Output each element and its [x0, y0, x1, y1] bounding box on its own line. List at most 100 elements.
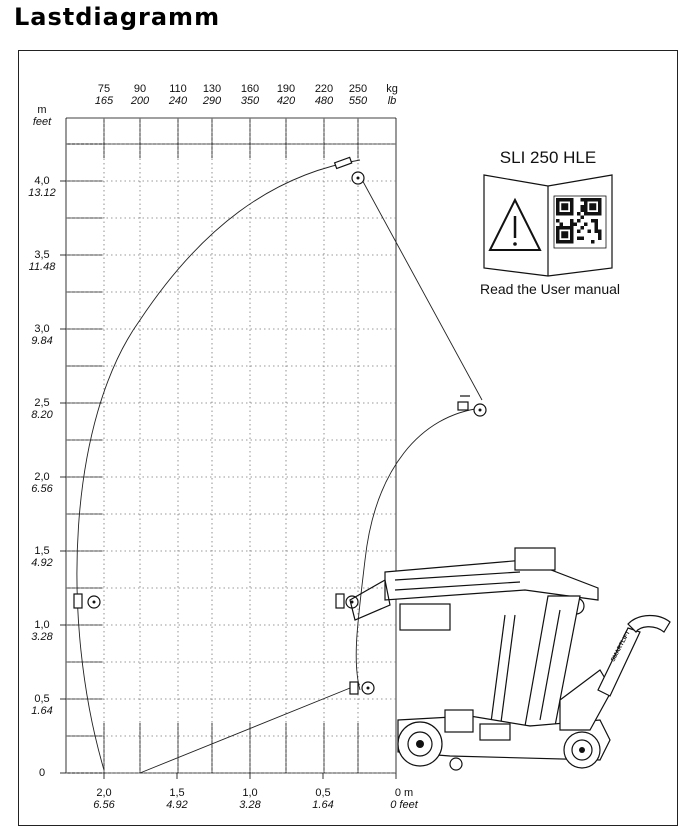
- qr-module: [594, 222, 598, 226]
- top-tick-label: 190: [277, 83, 295, 95]
- left-tick-label: 1,5: [34, 545, 49, 557]
- qr-module: [591, 240, 595, 244]
- manual-model-label: SLI 250 HLE: [500, 148, 596, 167]
- left-tick-label-secondary: 9.84: [31, 335, 52, 347]
- top-tick-label: 90: [134, 83, 146, 95]
- qr-module: [591, 219, 595, 223]
- bottom-tick-label-secondary: 3.28: [239, 799, 261, 811]
- left-tick-label-secondary: 13.12: [28, 187, 56, 199]
- top-tick-label-secondary: 165: [95, 95, 114, 107]
- bottom-tick-label-secondary: 1.64: [312, 799, 333, 811]
- left-tick-label-secondary: 4.92: [31, 557, 52, 569]
- bottom-tick-label-secondary: 6.56: [93, 799, 115, 811]
- top-tick-label: 220: [315, 83, 333, 95]
- bottom-tick-label-secondary: 4.92: [166, 799, 187, 811]
- qr-module: [580, 236, 584, 240]
- left-tick-label: 0: [39, 767, 45, 779]
- suction-head-right: [457, 395, 487, 417]
- lower-boom-line: [139, 683, 361, 774]
- top-tick-label-secondary: 350: [241, 95, 260, 107]
- machine-boom: [349, 547, 599, 631]
- qr-finder: [561, 203, 569, 211]
- top-tick-label-secondary: 290: [202, 95, 222, 107]
- bottom-tick-label: 0 m: [395, 787, 413, 799]
- qr-module: [580, 198, 584, 202]
- qr-module: [577, 236, 581, 240]
- qr-module: [570, 219, 574, 223]
- qr-module: [580, 208, 584, 212]
- qr-code-icon: [553, 195, 607, 249]
- qr-module: [570, 222, 574, 226]
- machine-chassis: [397, 669, 613, 761]
- left-unit-primary: m: [37, 104, 46, 116]
- suction-head-left: [73, 593, 101, 609]
- left-tick-label-secondary: 3.28: [31, 631, 53, 643]
- left-tick-label: 0,5: [34, 693, 49, 705]
- top-tick-label: 110: [169, 83, 187, 95]
- top-tick-label: 250: [349, 83, 367, 95]
- qr-module: [580, 215, 584, 219]
- left-tick-label-secondary: 11.48: [29, 261, 57, 273]
- left-tick-label: 2,5: [34, 397, 49, 409]
- qr-module: [556, 219, 560, 223]
- qr-module: [594, 229, 598, 233]
- bottom-tick-label: 1,5: [169, 787, 184, 799]
- left-tick-label: 2,0: [34, 471, 49, 483]
- page-title: Lastdiagramm: [14, 3, 221, 31]
- qr-module: [577, 212, 581, 216]
- top-tick-label-secondary: 240: [168, 95, 188, 107]
- top-tick-label-secondary: 420: [277, 95, 296, 107]
- warning-icon: [488, 197, 542, 251]
- qr-finder: [589, 203, 597, 211]
- left-tick-label: 1,0: [34, 619, 49, 631]
- qr-module: [577, 219, 581, 223]
- machine-handle: SMARTLIFT: [597, 614, 671, 697]
- machine-wheels: [397, 721, 601, 771]
- qr-module: [598, 233, 602, 237]
- qr-module: [594, 226, 598, 230]
- top-tick-label: 75: [98, 83, 110, 95]
- left-tick-label-secondary: 8.20: [31, 409, 53, 421]
- grid-minor: [66, 118, 396, 774]
- qr-module: [580, 226, 584, 230]
- bottom-tick-label: 1,0: [242, 787, 257, 799]
- top-unit-primary: kg: [386, 83, 398, 95]
- left-tick-label: 3,0: [34, 323, 49, 335]
- bottom-axis: 2,06.561,54.921,03.280,51.640 m0 feet: [93, 773, 419, 811]
- suction-head-bottom: [349, 681, 375, 695]
- left-unit-secondary: feet: [33, 116, 52, 128]
- top-tick-label: 130: [203, 83, 221, 95]
- qr-module: [559, 222, 563, 226]
- top-tick-label-secondary: 200: [130, 95, 150, 107]
- lifting-machine: SMARTLIFT: [349, 547, 671, 771]
- suction-head-top: [333, 156, 365, 185]
- qr-module: [584, 222, 588, 226]
- diagram-frame: [18, 50, 678, 826]
- bottom-tick-label: 0,5: [315, 787, 330, 799]
- inner-reach-curve: [355, 407, 483, 691]
- upper-boom-line: [359, 175, 483, 401]
- top-tick-label-secondary: 550: [349, 95, 368, 107]
- qr-finder: [561, 231, 569, 239]
- manual-caption: Read the User manual: [480, 281, 620, 297]
- left-axis: mfeet4,013.123,511.483,09.842,58.202,06.…: [28, 104, 66, 779]
- reach-envelope: [76, 159, 483, 774]
- qr-module: [573, 222, 577, 226]
- qr-module: [598, 236, 602, 240]
- qr-module: [577, 229, 581, 233]
- manual-notice: SLI 250 HLE Read the User manual: [480, 148, 620, 297]
- left-tick-label: 4,0: [34, 175, 49, 187]
- suction-head-mid: [335, 593, 359, 609]
- qr-module: [594, 219, 598, 223]
- qr-module: [587, 229, 591, 233]
- top-tick-label: 160: [241, 83, 259, 95]
- grid-major: [65, 117, 397, 774]
- bottom-tick-label-secondary: 0 feet: [390, 799, 418, 811]
- left-tick-label-secondary: 1.64: [31, 705, 52, 717]
- qr-module: [580, 205, 584, 209]
- top-tick-label-secondary: 480: [315, 95, 334, 107]
- left-tick-label-secondary: 6.56: [31, 483, 53, 495]
- qr-module: [598, 229, 602, 233]
